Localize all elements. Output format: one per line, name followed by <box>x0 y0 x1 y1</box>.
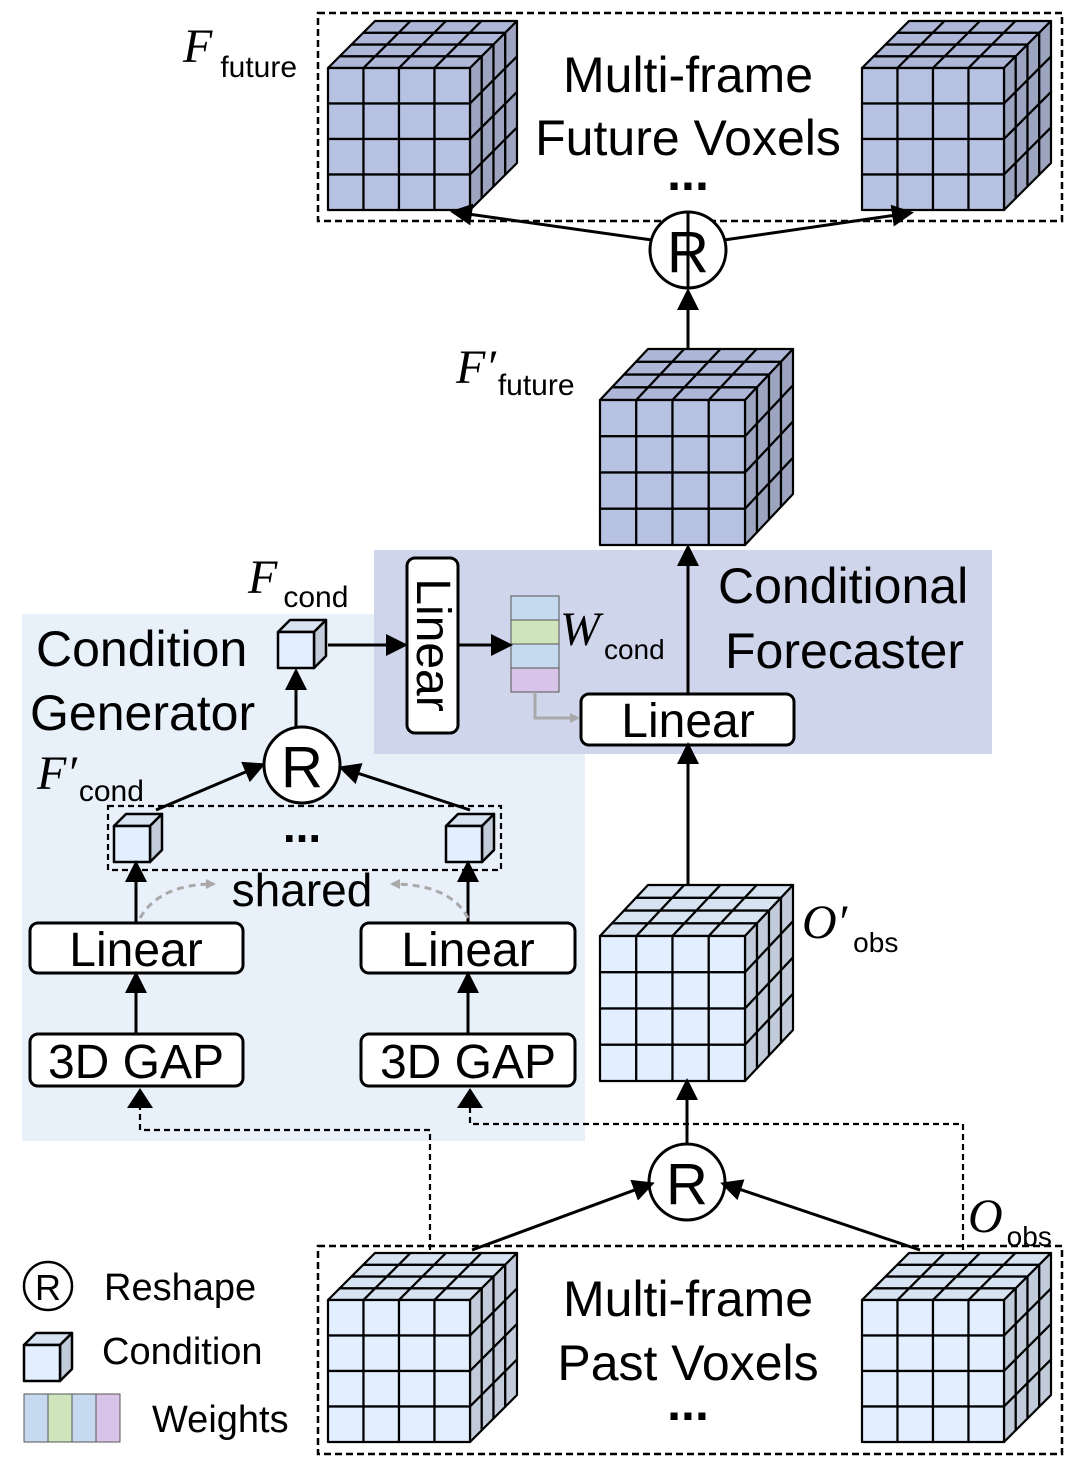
future-box-line2: Future Voxels <box>535 110 841 166</box>
dashed-arrowhead-left <box>127 1088 153 1108</box>
dashed-connectors <box>138 1100 965 1250</box>
past-voxel-cube-left <box>326 1251 519 1444</box>
future-box-line1: Multi-frame <box>563 47 813 103</box>
svg-text:R: R <box>35 1267 61 1308</box>
conditional-forecaster-title-1: Conditional <box>718 558 968 614</box>
grey-arrows <box>138 692 580 919</box>
past-voxels-box <box>316 1244 1064 1456</box>
legend-reshape-icon: R <box>22 1260 74 1312</box>
gap-box-left: 3D GAP <box>28 1032 245 1089</box>
o-obs-prime-cube <box>598 883 795 1083</box>
past-box-line1: Multi-frame <box>563 1271 813 1327</box>
f-cond-prime-cube-left <box>112 812 164 864</box>
future-voxel-cube-right <box>860 19 1053 212</box>
dashed-arrowhead-right <box>457 1088 483 1108</box>
f-cond-prime-cube-right <box>444 812 496 864</box>
svg-text:R: R <box>666 1152 708 1217</box>
condition-generator-title-2: Generator <box>30 685 255 741</box>
f-cond-cube <box>276 618 328 670</box>
svg-text:3D GAP: 3D GAP <box>48 1036 224 1089</box>
past-voxel-cube-right <box>860 1251 1053 1444</box>
legend-weights-icon <box>23 1393 121 1443</box>
gap-box-right: 3D GAP <box>359 1032 577 1089</box>
linear-box-main: Linear <box>579 692 796 748</box>
svg-text:R: R <box>281 735 323 800</box>
shared-label: shared <box>232 864 373 916</box>
svg-text:Linear: Linear <box>69 924 202 977</box>
weights-stack <box>510 595 560 693</box>
legend-weights-label: Weights <box>152 1399 289 1441</box>
svg-text:3D GAP: 3D GAP <box>380 1036 556 1089</box>
legend: R Reshape Condition Weights <box>22 1260 289 1443</box>
legend-condition-label: Condition <box>102 1331 263 1373</box>
linear-box-left: Linear <box>28 921 245 977</box>
o-obs-prime-label: O′obs <box>802 896 898 958</box>
past-box-line2: Past Voxels <box>557 1335 818 1391</box>
future-box-dots: ... <box>667 145 709 201</box>
future-voxel-cube-left <box>326 19 519 212</box>
reshape-node-cond: R <box>262 725 342 805</box>
condition-generator-title-1: Condition <box>36 621 247 677</box>
linear-box-vertical: Linear <box>405 556 460 735</box>
svg-text:Linear: Linear <box>621 695 754 748</box>
svg-text:Linear: Linear <box>401 924 534 977</box>
arrows <box>125 203 921 1252</box>
legend-condition-icon <box>22 1331 74 1383</box>
past-box-dots: ... <box>667 1375 709 1431</box>
f-cond-prime-label: F′cond <box>36 747 144 808</box>
f-future-prime-cube <box>598 347 795 547</box>
f-future-prime-label: F′future <box>455 341 575 402</box>
legend-reshape-label: Reshape <box>104 1267 256 1309</box>
cond-small-cubes-box <box>106 804 503 872</box>
reshape-node-bottom: R <box>647 1142 727 1222</box>
linear-box-right: Linear <box>359 921 577 977</box>
svg-text:Linear: Linear <box>406 578 459 711</box>
conditional-forecaster-title-2: Forecaster <box>725 623 964 679</box>
cond-cubes-dots: ... <box>283 800 321 852</box>
